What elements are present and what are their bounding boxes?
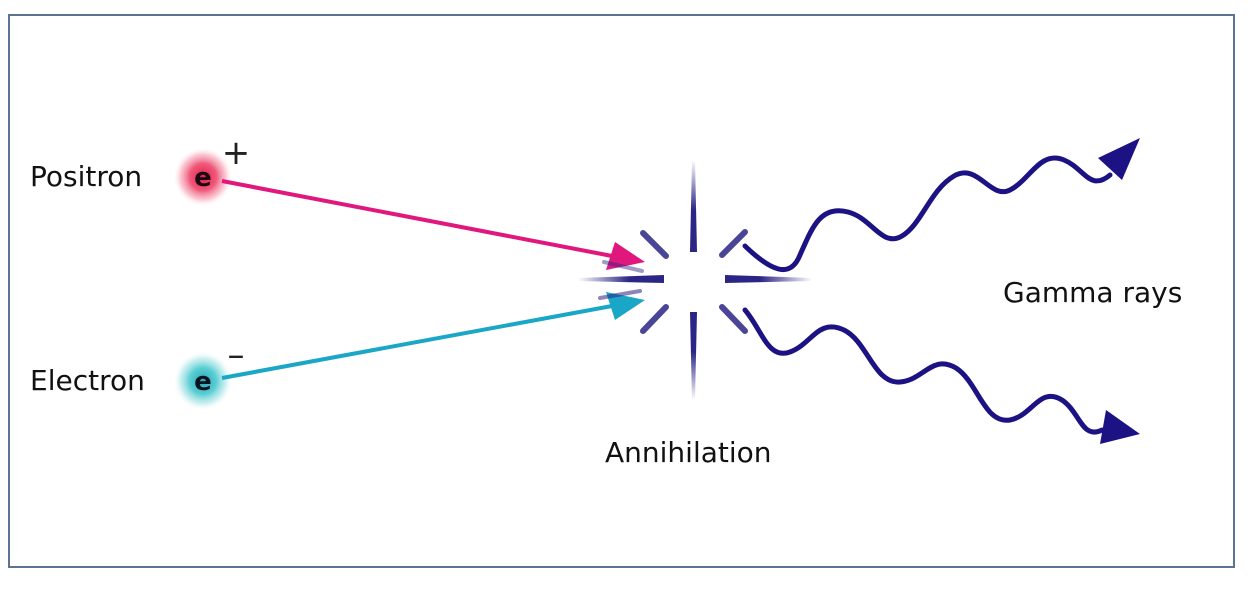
electron-symbol: e: [194, 367, 212, 397]
electron-label: Electron: [30, 364, 145, 397]
gamma-rays-label: Gamma rays: [1003, 276, 1183, 309]
gamma-ray-upper-arrowhead: [1098, 138, 1140, 180]
positron-arrow-line: [221, 179, 613, 258]
positron-arrowhead: [606, 242, 645, 270]
diagram-frame: [8, 14, 1235, 568]
positron-glow: [173, 147, 233, 207]
annihilation-burst: [578, 160, 812, 400]
positron-symbol: e: [194, 163, 212, 193]
annihilation-label: Annihilation: [605, 436, 772, 469]
positron-label: Positron: [30, 160, 143, 193]
positron-charge: +: [222, 133, 251, 173]
electron-arrowhead: [606, 292, 645, 320]
electron-charge: –: [228, 335, 245, 375]
electron-glow: [173, 351, 233, 411]
gamma-ray-lower-arrowhead: [1100, 410, 1140, 444]
gamma-ray-upper: [742, 155, 1113, 273]
electron-arrow-line: [221, 304, 613, 380]
gamma-ray-lower: [742, 307, 1105, 435]
